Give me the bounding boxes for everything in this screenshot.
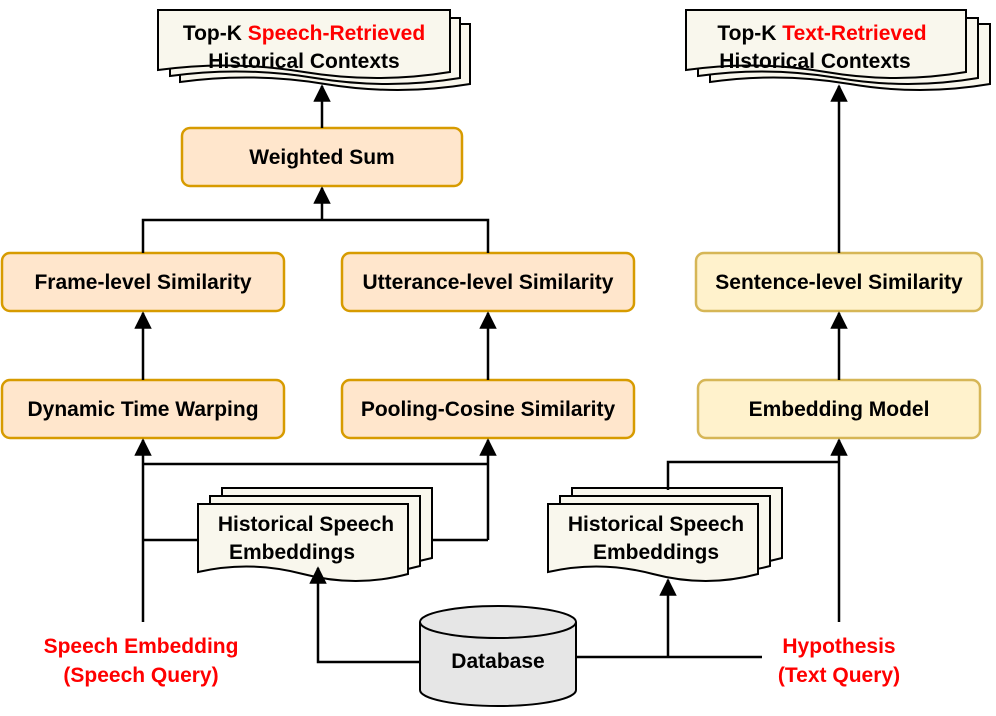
speech-output-line1: Top-K Speech-Retrieved: [183, 22, 425, 45]
embedding-model-label: Embedding Model: [749, 398, 930, 421]
speech-historical-line1: Historical Speech: [218, 513, 394, 536]
frame-level-similarity-box: Frame-level Similarity: [0, 251, 286, 313]
speech-query-line2: (Speech Query): [63, 664, 218, 687]
text-query-line2: (Text Query): [778, 664, 900, 687]
text-historical-embeddings-doc: Historical Speech Embeddings: [547, 487, 783, 582]
text-historical-line1: Historical Speech: [568, 513, 744, 536]
speech-historical-line2: Embeddings: [229, 541, 355, 564]
dynamic-time-warping-label: Dynamic Time Warping: [27, 398, 258, 421]
text-query-line1: Hypothesis: [782, 635, 895, 658]
speech-query-line1: Speech Embedding: [44, 635, 239, 658]
weighted-sum-label: Weighted Sum: [249, 146, 394, 169]
utterance-level-similarity-box: Utterance-level Similarity: [340, 251, 636, 313]
embedding-model-box: Embedding Model: [696, 378, 982, 440]
dynamic-time-warping-box: Dynamic Time Warping: [0, 378, 286, 440]
text-output-line2: Historical Contexts: [719, 50, 910, 73]
text-retrieved-contexts-doc: Top-K Text-Retrieved Historical Contexts: [685, 9, 991, 91]
utterance-level-similarity-label: Utterance-level Similarity: [363, 271, 614, 294]
sentence-level-similarity-box: Sentence-level Similarity: [694, 251, 984, 313]
speech-output-line2: Historical Contexts: [208, 50, 399, 73]
database-cylinder: Database: [419, 605, 577, 707]
text-historical-line2: Embeddings: [593, 541, 719, 564]
weighted-sum-box: Weighted Sum: [180, 126, 464, 188]
speech-retrieved-contexts-doc: Top-K Speech-Retrieved Historical Contex…: [157, 9, 471, 91]
speech-historical-embeddings-doc: Historical Speech Embeddings: [197, 487, 433, 582]
database-label: Database: [451, 650, 544, 673]
pooling-cosine-similarity-label: Pooling-Cosine Similarity: [361, 398, 616, 421]
frame-level-similarity-label: Frame-level Similarity: [34, 271, 251, 294]
sentence-level-similarity-label: Sentence-level Similarity: [715, 271, 963, 294]
speech-branch-connectors: [134, 84, 497, 664]
text-branch-connectors: [576, 84, 848, 659]
text-output-line1: Top-K Text-Retrieved: [717, 22, 926, 45]
pooling-cosine-similarity-box: Pooling-Cosine Similarity: [340, 378, 636, 440]
